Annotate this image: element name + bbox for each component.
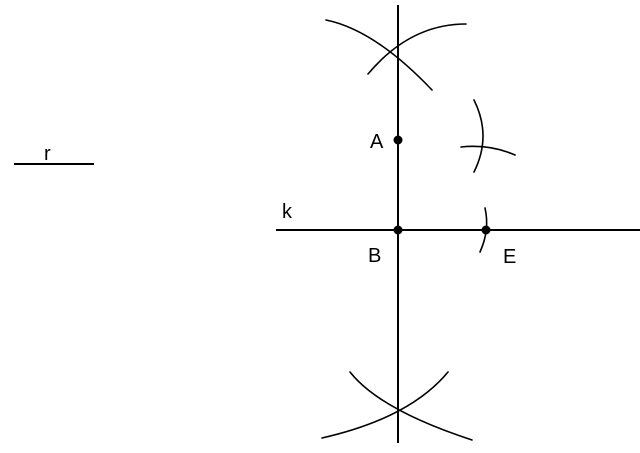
arc-cross-vertical [473, 99, 484, 173]
label-b: B [368, 245, 381, 267]
label-a: A [370, 131, 384, 153]
point-a [393, 135, 403, 145]
arc-bottom-right [321, 371, 449, 439]
arc-top-right [367, 23, 467, 75]
label-r: r [44, 143, 51, 165]
label-e: E [503, 246, 516, 268]
arc-cross-horizontal [460, 145, 516, 156]
arc-bottom-left [349, 371, 473, 441]
point-e [481, 225, 491, 235]
point-b [393, 225, 403, 235]
label-k: k [282, 201, 293, 223]
arc-top-left [325, 19, 433, 91]
